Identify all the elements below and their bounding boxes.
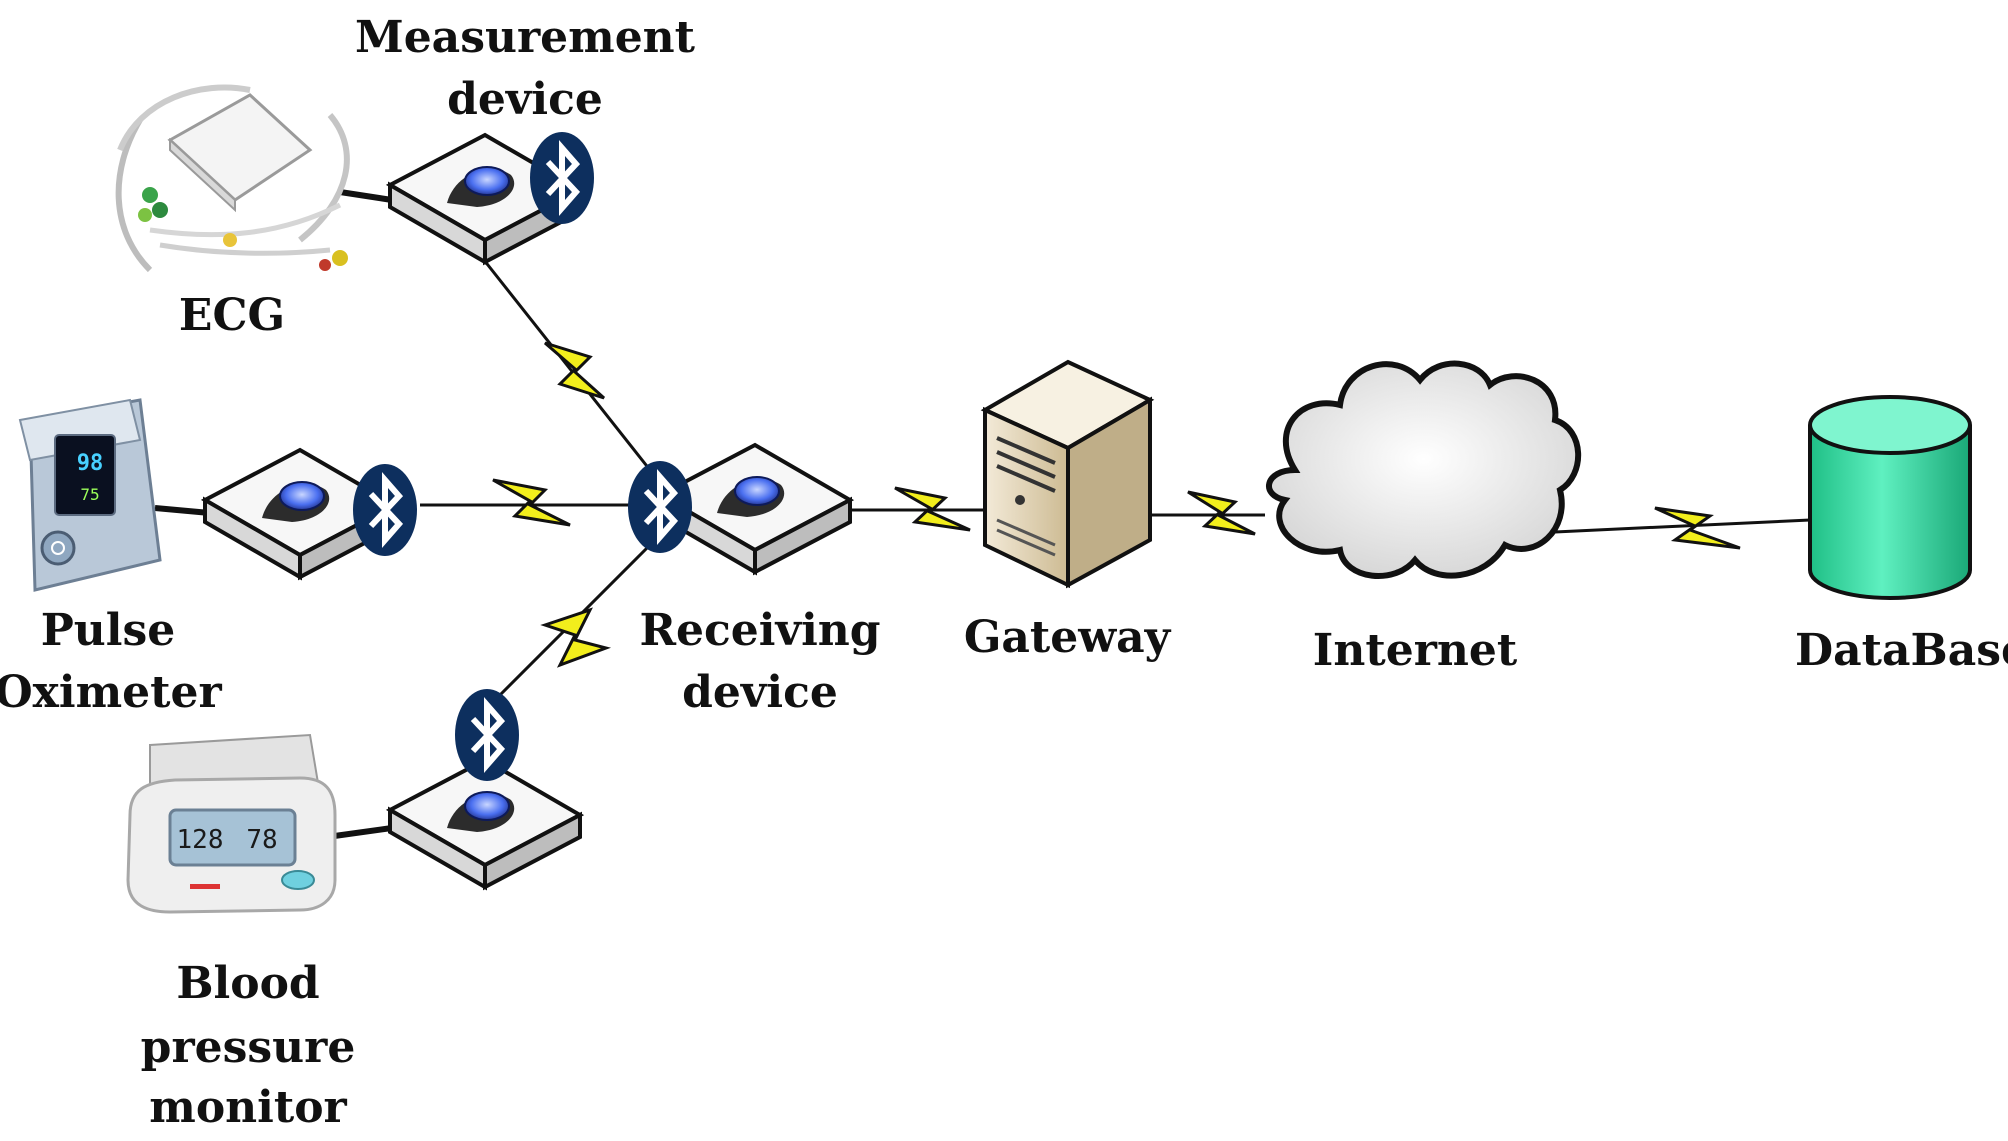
wireless-link-icon — [1654, 506, 1741, 550]
bp-monitor-device: 128 78 — [126, 733, 337, 914]
oximeter-spo2-readout: 98 — [77, 451, 104, 476]
bp-systolic-readout: 128 — [177, 825, 224, 855]
ecg-device — [115, 84, 350, 273]
bp-monitor-label: Blood — [176, 958, 319, 1009]
ecg-label: ECG — [179, 290, 285, 341]
bp-monitor-label-3: monitor — [149, 1082, 347, 1133]
pulse-oximeter-label-2: Oximeter — [0, 667, 222, 718]
database-icon — [1808, 395, 1972, 600]
internet-label: Internet — [1313, 625, 1518, 676]
bp-monitor-label-2: pressure — [141, 1022, 356, 1073]
bluetooth-icon — [455, 689, 519, 781]
bp-pulse-readout: 78 — [246, 825, 277, 855]
wireless-link-icon — [1187, 490, 1256, 536]
labels: Measurement device ECG Pulse Oximeter Re… — [0, 12, 2008, 1133]
measurement-node-oximeter — [203, 448, 417, 579]
wireless-link-icon — [540, 607, 612, 668]
pulse-oximeter-label: Pulse — [41, 605, 176, 656]
measurement-device-label-2: device — [447, 74, 603, 125]
oximeter-pulse-readout: 75 — [80, 485, 99, 504]
receiving-device-label: Receiving — [639, 605, 880, 656]
bluetooth-icon — [353, 464, 417, 556]
measurement-device-label: Measurement — [355, 12, 696, 63]
measurement-node-bp — [388, 689, 582, 889]
gateway-label: Gateway — [964, 612, 1172, 663]
wireless-link-icon — [544, 341, 606, 400]
bluetooth-icon — [530, 132, 594, 224]
wireless-link-icon — [492, 478, 571, 527]
wireless-link-icon — [894, 486, 971, 532]
bluetooth-icon — [628, 461, 692, 553]
pulse-oximeter-device: 98 75 — [18, 398, 162, 592]
receiving-device-node — [628, 443, 852, 574]
server-icon — [980, 359, 1155, 589]
cloud-icon — [1266, 360, 1582, 579]
measurement-node-ecg — [388, 132, 594, 264]
receiving-device-label-2: device — [682, 667, 838, 718]
database-label: DataBase — [1795, 625, 2008, 676]
wireless-links — [420, 254, 1811, 712]
